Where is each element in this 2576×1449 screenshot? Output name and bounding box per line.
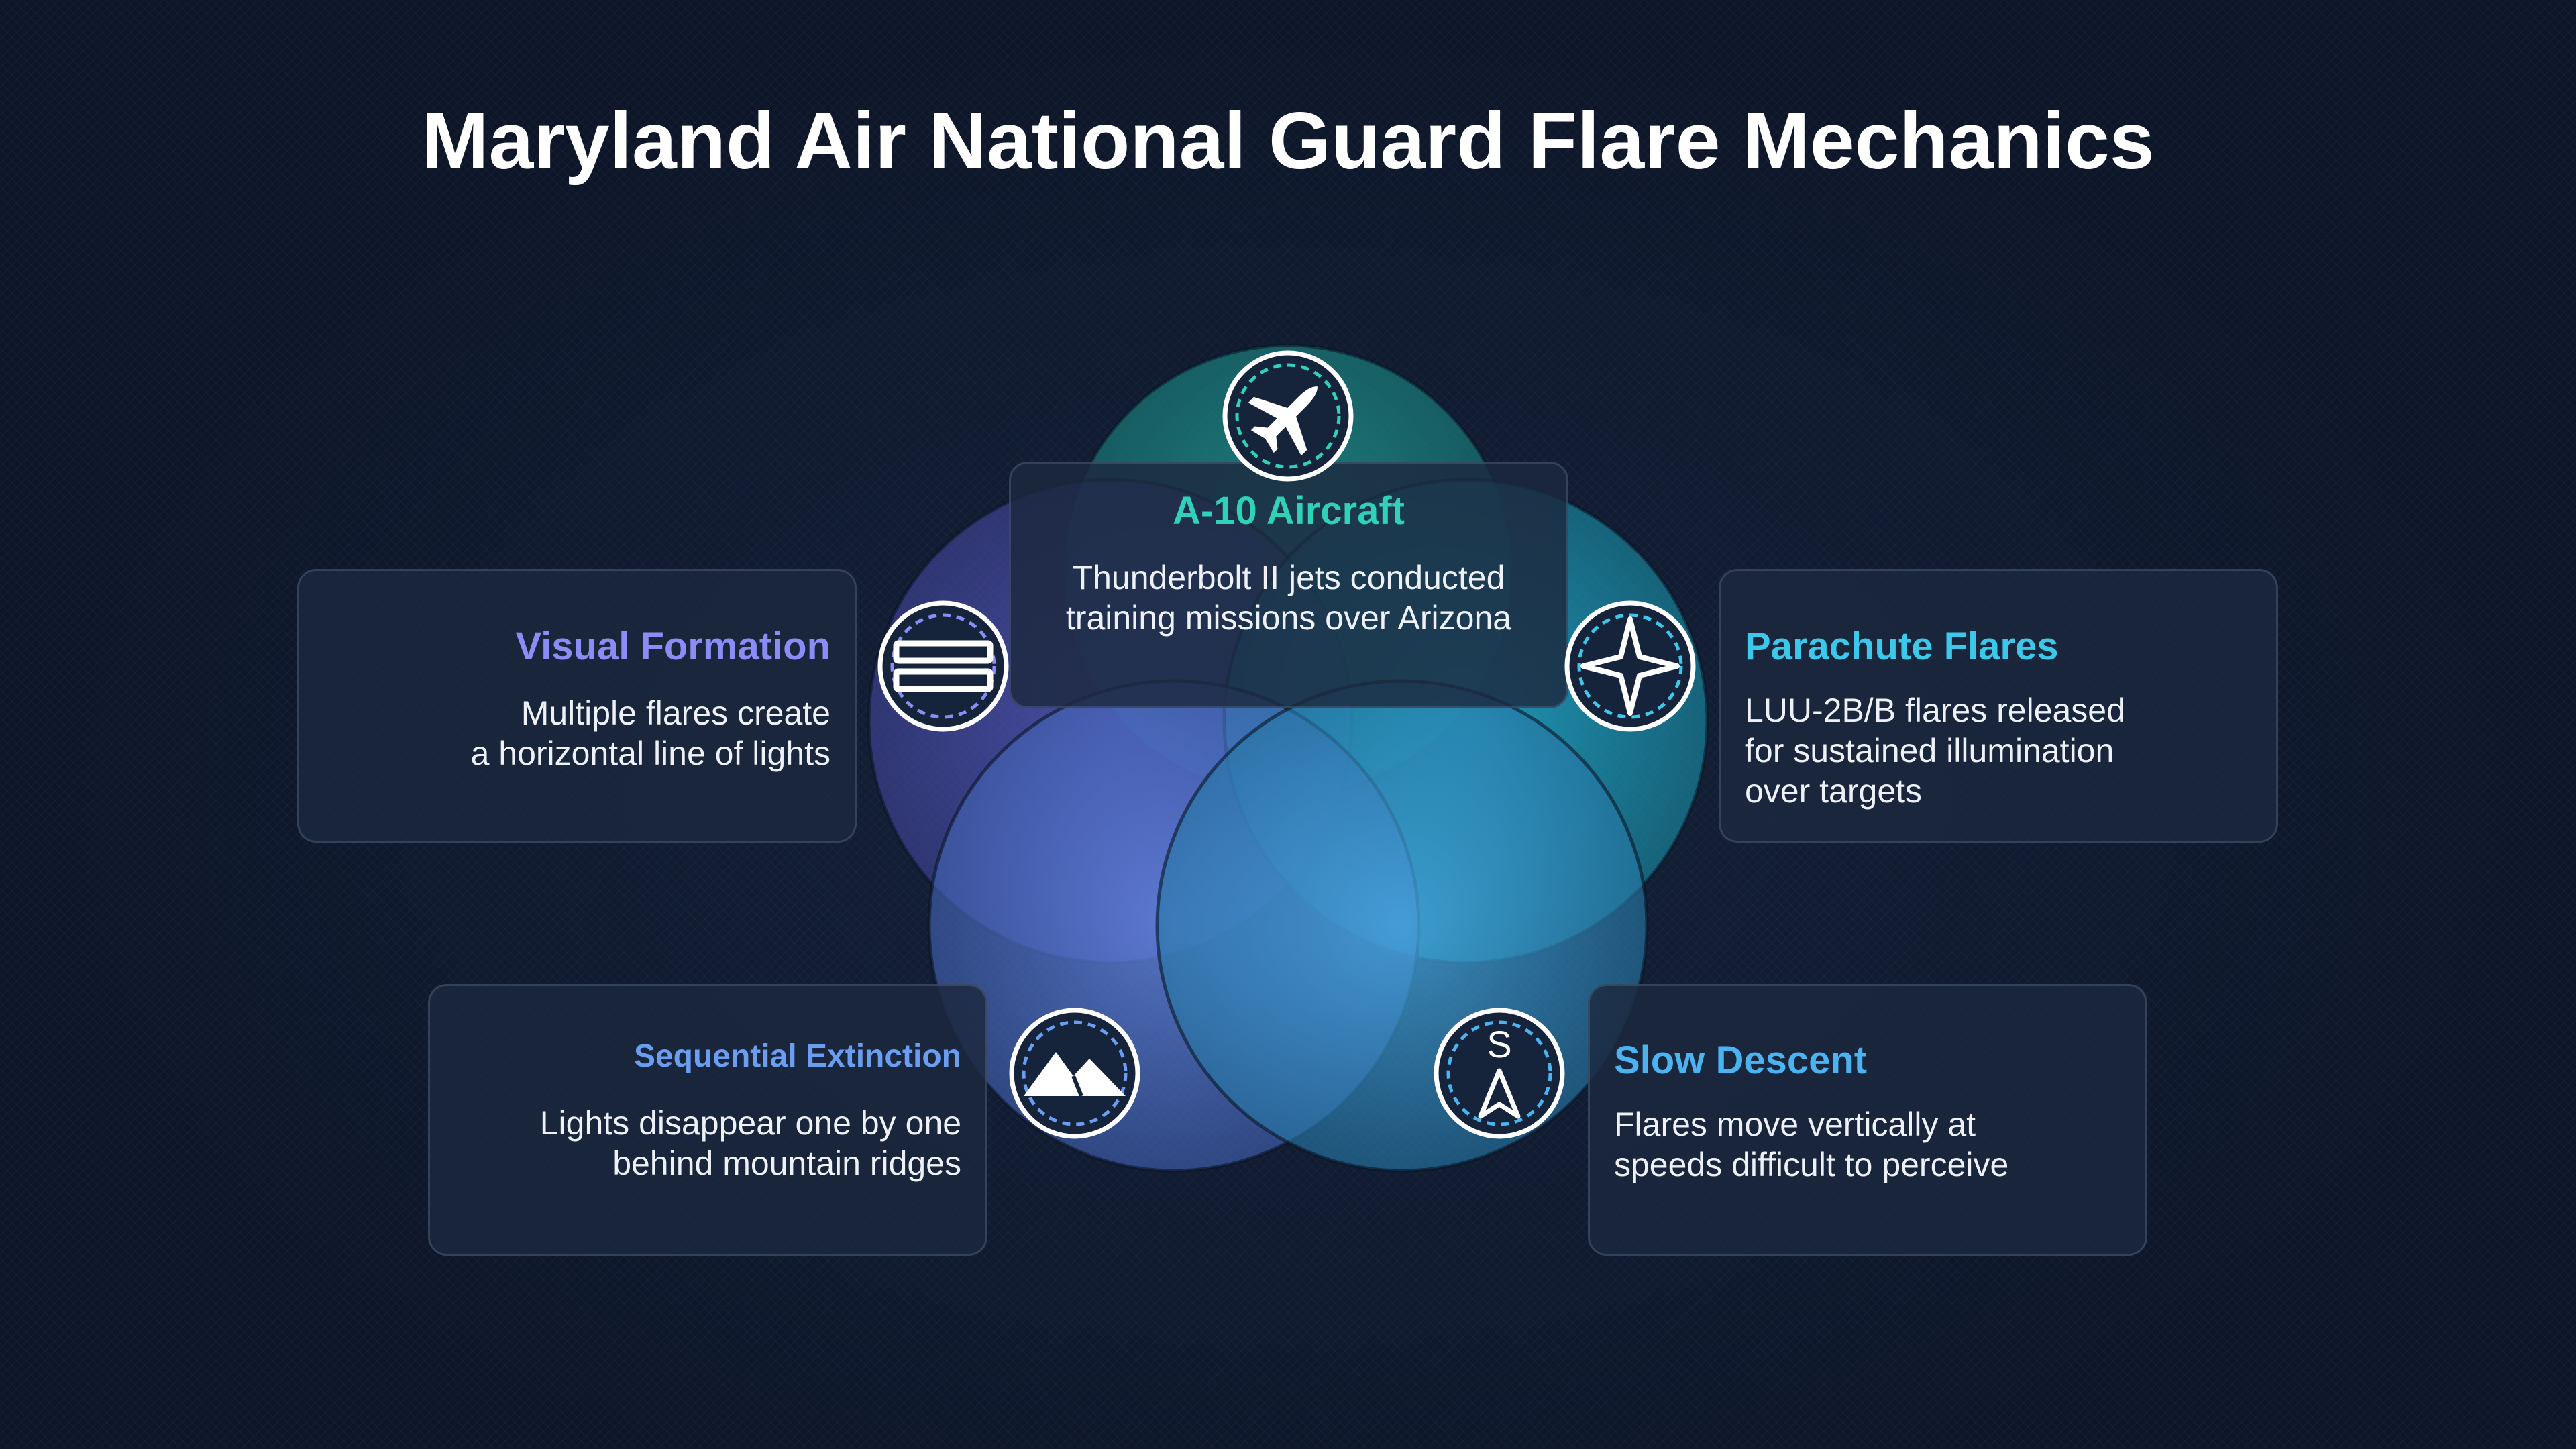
card-parachute-flares: Parachute Flares LUU-2B/B flares release… <box>1719 569 2278 843</box>
compass-icon: S <box>1434 1008 1565 1139</box>
card-text-line: a horizontal line of lights <box>470 734 830 772</box>
compass-letter: S <box>1487 1023 1511 1065</box>
card-text-line: Thunderbolt II jets conducted <box>1072 558 1505 596</box>
card-a10-aircraft: A-10 Aircraft Thunderbolt II jets conduc… <box>1009 462 1568 708</box>
card-heading: Slow Descent <box>1614 1038 1868 1082</box>
card-text-line: over targets <box>1745 771 1923 810</box>
card-text-line: Lights disappear one by one <box>539 1104 961 1142</box>
card-text-line: behind mountain ridges <box>612 1144 961 1182</box>
card-text-line: Flares move vertically at <box>1614 1105 1976 1143</box>
card-text-line: Multiple flares create <box>521 694 830 732</box>
card-heading: A-10 Aircraft <box>1173 489 1405 533</box>
card-heading: Sequential Extinction <box>633 1038 961 1074</box>
horizontal-bars-icon <box>877 600 1009 732</box>
mountain-icon <box>1009 1008 1140 1139</box>
card-text-line: for sustained illumination <box>1745 731 2114 769</box>
card-text-line: training missions over Arizona <box>1065 598 1512 637</box>
four-point-star-icon <box>1564 600 1696 732</box>
jet-plane-icon <box>1222 350 1354 482</box>
card-text-line: speeds difficult to perceive <box>1614 1145 2009 1183</box>
card-heading: Visual Formation <box>515 625 830 668</box>
card-heading: Parachute Flares <box>1745 625 2059 668</box>
card-visual-formation: Visual Formation Multiple flares create … <box>297 569 857 843</box>
card-text-line: LUU-2B/B flares released <box>1745 691 2125 729</box>
venn-circle-bottom-right <box>1155 679 1649 1173</box>
card-sequential-extinction: Sequential Extinction Lights disappear o… <box>428 984 987 1256</box>
card-slow-descent: Slow Descent Flares move vertically at s… <box>1588 984 2147 1256</box>
page-title: Maryland Air National Guard Flare Mechan… <box>421 96 2155 186</box>
